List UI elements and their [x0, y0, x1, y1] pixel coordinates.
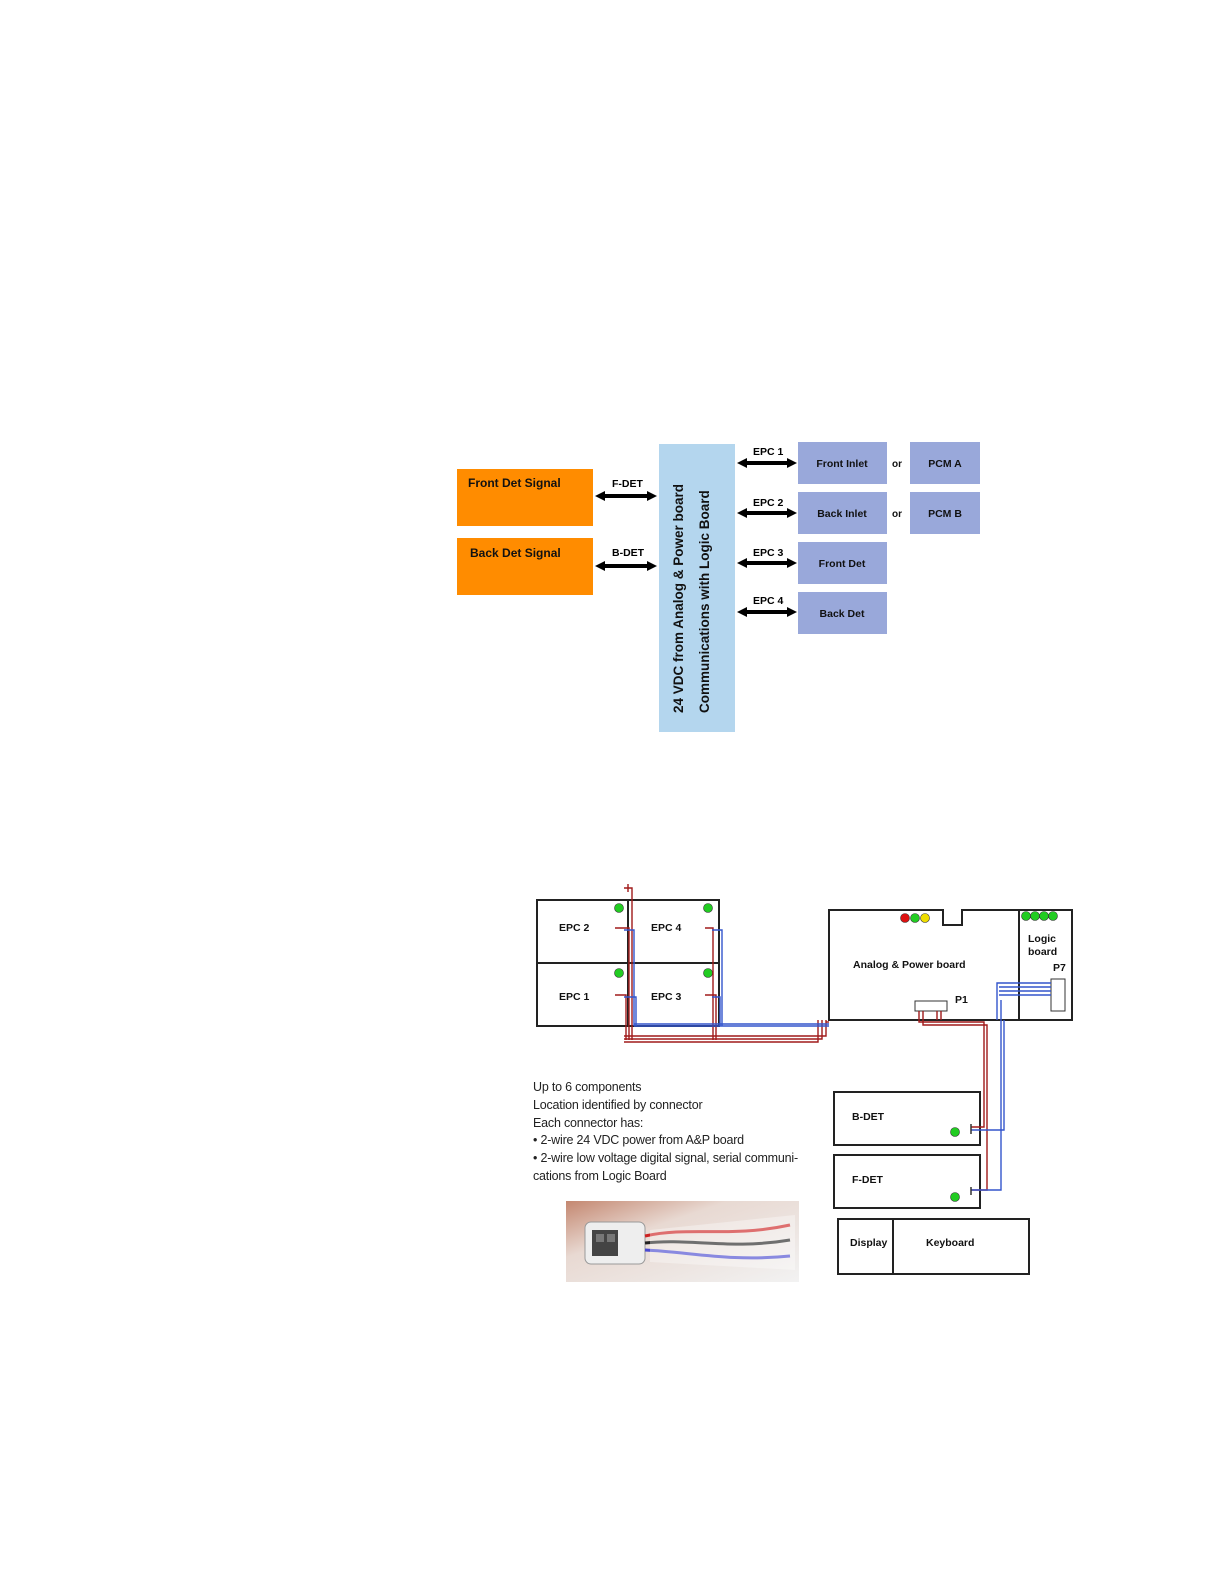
front-det-label: Front Det	[819, 558, 866, 570]
note-line: Each connector has:	[533, 1115, 644, 1130]
pcm-a-box: PCM A	[910, 442, 980, 484]
back-det-label: Back Det	[820, 608, 865, 620]
pcm-b-label: PCM B	[928, 508, 962, 520]
note-line: Up to 6 components	[533, 1080, 642, 1094]
ap-led-green	[910, 913, 920, 923]
epc2-arrow: EPC 2	[737, 497, 797, 518]
note-line: • 2-wire low voltage digital signal, ser…	[533, 1151, 798, 1166]
or-label-2: or	[892, 509, 902, 520]
back-det-signal-box: Back Det Signal	[457, 538, 593, 595]
epc3-led	[703, 968, 713, 978]
back-inlet-label: Back Inlet	[817, 508, 867, 520]
power-label: 24 VDC from Analog & Power board	[671, 484, 686, 713]
note-line: cations from Logic Board	[533, 1168, 667, 1183]
front-det-signal-box: Front Det Signal	[457, 469, 593, 526]
p7-connector	[1050, 978, 1066, 1012]
keyboard-label: Keyboard	[926, 1237, 974, 1249]
b-det-block: B-DET	[833, 1091, 981, 1146]
comm-label: Communications with Logic Board	[697, 490, 712, 713]
p1-connector	[914, 1000, 948, 1012]
main-board-block	[828, 909, 1073, 1021]
connector-photo	[566, 1201, 799, 1282]
front-det-box: Front Det	[798, 542, 887, 584]
display-keyboard-block: Display Keyboard	[837, 1218, 1030, 1275]
epc-module-block	[536, 899, 720, 1027]
logic-board-label-1: Logic	[1028, 933, 1056, 945]
epc2-label: EPC 2	[753, 497, 784, 509]
logic-led-4	[1048, 911, 1058, 921]
ap-led-yellow	[920, 913, 930, 923]
epc4-led	[703, 903, 713, 913]
logic-led-3	[1039, 911, 1049, 921]
b-det-label: B-DET	[612, 547, 645, 559]
logic-led-2	[1030, 911, 1040, 921]
component-notes: Up to 6 components Location identified b…	[533, 1079, 823, 1186]
epc1-label: EPC 1	[753, 446, 784, 458]
display-label: Display	[850, 1237, 888, 1249]
b-det-arrow: B-DET	[595, 547, 657, 571]
epc2-led	[614, 903, 624, 913]
epc4-arrow: EPC 4	[737, 595, 797, 617]
pcm-b-box: PCM B	[910, 492, 980, 534]
f-det-arrow: F-DET	[595, 478, 657, 501]
wiring-epc2-label: EPC 2	[559, 922, 590, 934]
epc1-arrow: EPC 1	[737, 446, 797, 468]
pcm-a-label: PCM A	[928, 458, 962, 470]
wiring-epc4-label: EPC 4	[651, 922, 682, 934]
logic-led-1	[1021, 911, 1031, 921]
or-label-1: or	[892, 459, 902, 470]
f-det-label: F-DET	[612, 478, 643, 490]
back-inlet-box: Back Inlet	[798, 492, 887, 534]
bdet-led	[950, 1127, 960, 1137]
back-det-box: Back Det	[798, 592, 887, 634]
front-det-signal-label: Front Det Signal	[468, 476, 561, 490]
power-comm-bar: 24 VDC from Analog & Power board Communi…	[659, 444, 735, 732]
wiring-bdet-label: B-DET	[852, 1111, 885, 1123]
front-inlet-box: Front Inlet	[798, 442, 887, 484]
front-inlet-label: Front Inlet	[816, 458, 868, 470]
epc4-label: EPC 4	[753, 595, 784, 607]
note-line: • 2-wire 24 VDC power from A&P board	[533, 1133, 744, 1148]
wiring-fdet-label: F-DET	[852, 1174, 883, 1186]
epc3-arrow: EPC 3	[737, 547, 797, 568]
logic-board-label-2: board	[1028, 946, 1057, 958]
comm-wires	[624, 929, 1051, 1191]
f-det-block: F-DET	[833, 1154, 981, 1209]
ap-led-red	[900, 913, 910, 923]
wiring-epc3-label: EPC 3	[651, 991, 682, 1003]
wiring-epc1-label: EPC 1	[559, 991, 590, 1003]
p1-label: P1	[955, 994, 968, 1006]
epc1-led	[614, 968, 624, 978]
fdet-led	[950, 1192, 960, 1202]
epc3-label: EPC 3	[753, 547, 784, 559]
ap-board-label: Analog & Power board	[853, 959, 966, 971]
p7-label: P7	[1053, 962, 1066, 974]
back-det-signal-label: Back Det Signal	[470, 546, 561, 560]
note-line: Location identified by connector	[533, 1097, 703, 1112]
